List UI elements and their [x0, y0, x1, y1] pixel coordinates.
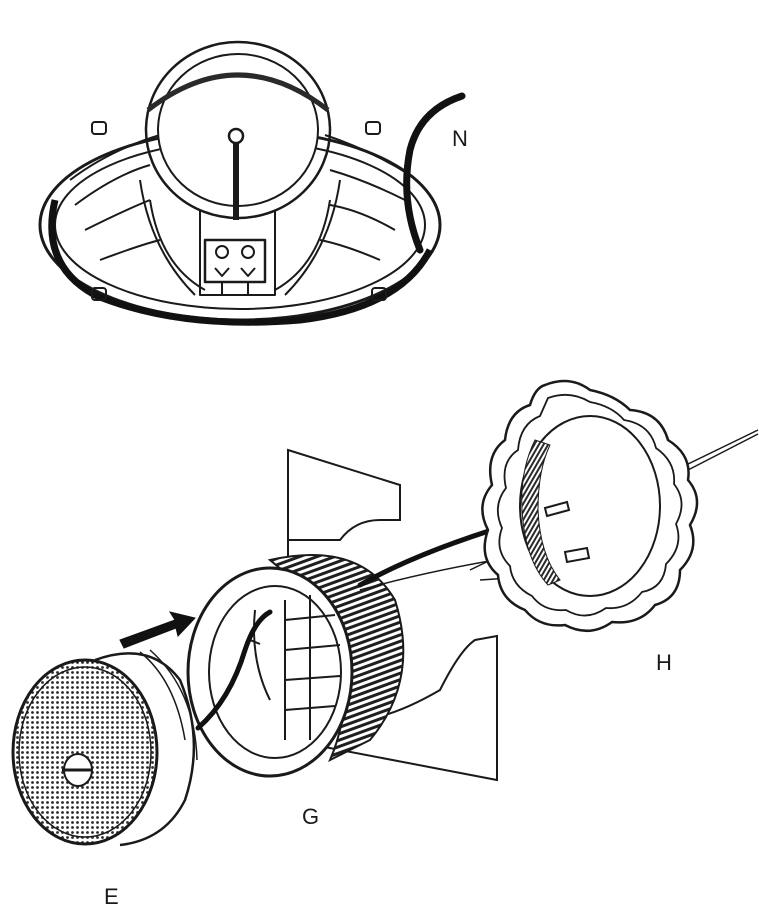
connector-1 [543, 500, 571, 518]
housing-assembly [38, 40, 442, 326]
housing-rib-right [319, 134, 411, 261]
mount-tab-1 [91, 121, 107, 135]
terminal-leads [214, 267, 256, 296]
label-e: E [104, 884, 119, 909]
ring-h [481, 379, 699, 632]
ring-g-clip [249, 609, 271, 701]
mount-tab-3 [91, 287, 107, 301]
module-e [11, 649, 198, 847]
housing-arm-right [274, 179, 341, 296]
ring-h-opening [519, 415, 661, 597]
ring-g-ladder [284, 595, 341, 740]
label-h: H [656, 650, 672, 675]
housing-gasket [48, 199, 434, 326]
housing-arm-left [139, 179, 206, 296]
ring-g-face-inner [208, 585, 342, 759]
mount-tab-4 [371, 287, 387, 301]
spindle-knob [227, 127, 245, 145]
ring-h-connectors [543, 500, 591, 564]
terminal-screw-2 [241, 245, 255, 259]
label-g: G [302, 804, 320, 829]
insert-arrow [119, 611, 196, 649]
ring-g [186, 554, 405, 778]
label-n: N [452, 126, 468, 151]
module-e-rim-lines [139, 649, 198, 761]
lens-rim-top [146, 72, 330, 112]
housing-rib-left [69, 134, 161, 261]
wall-plate-top [287, 448, 401, 541]
mount-tab-2 [365, 121, 381, 135]
cable-n [403, 92, 466, 254]
leader-line-h [687, 433, 759, 471]
connector-2 [563, 546, 591, 564]
ring-h-inner-gear [496, 393, 683, 617]
housing-neck [199, 210, 276, 296]
ring-h-coil [521, 439, 561, 586]
module-e-face [11, 658, 159, 846]
terminal-block [203, 238, 267, 284]
module-e-face-ring [18, 666, 152, 838]
terminal-screw-1 [215, 245, 229, 259]
